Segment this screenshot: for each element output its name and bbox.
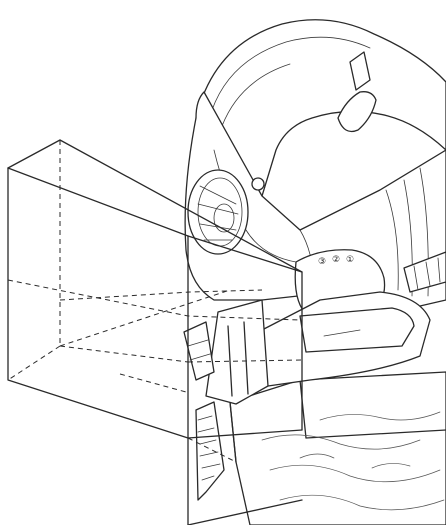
wood-workpiece <box>229 371 446 525</box>
base-plate-icon <box>255 291 431 387</box>
speed-dial-icon <box>187 169 249 255</box>
lock-button-icon <box>349 51 371 91</box>
jigsaw-blade <box>195 401 225 501</box>
jigsaw-body: ③ ② ① <box>183 19 446 405</box>
trigger-icon <box>337 91 377 133</box>
dial-label-1: ① <box>346 255 354 265</box>
transparent-guard <box>7 139 303 525</box>
dial-label-2: ② <box>332 255 340 265</box>
dial-label-3: ③ <box>318 257 326 267</box>
